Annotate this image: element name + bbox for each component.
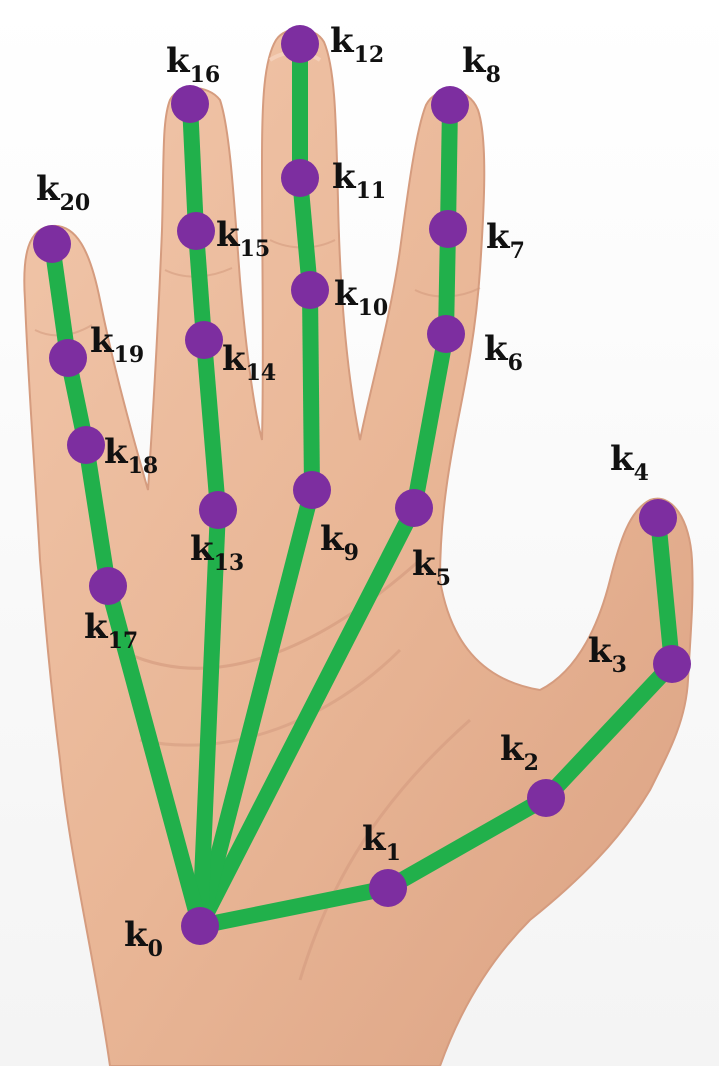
label-subscript: 18 <box>128 453 159 479</box>
keypoint-k18 <box>67 426 105 464</box>
keypoint-k5 <box>395 489 433 527</box>
keypoint-k20 <box>33 225 71 263</box>
label-subscript: 4 <box>634 460 649 486</box>
label-subscript: 9 <box>344 540 359 566</box>
keypoint-k9 <box>293 471 331 509</box>
bone-k9-k10 <box>310 290 312 490</box>
label-subscript: 13 <box>214 550 245 576</box>
keypoint-k6 <box>427 315 465 353</box>
label-letter: k <box>36 169 61 209</box>
label-letter: k <box>332 157 357 197</box>
label-subscript: 20 <box>60 190 91 216</box>
label-subscript: 11 <box>356 178 387 204</box>
keypoint-k15 <box>177 212 215 250</box>
label-letter: k <box>484 329 509 369</box>
label-letter: k <box>610 439 635 479</box>
label-letter: k <box>124 915 149 955</box>
label-subscript: 8 <box>486 62 501 88</box>
keypoint-k4 <box>639 499 677 537</box>
label-letter: k <box>330 21 355 61</box>
label-subscript: 19 <box>114 342 145 368</box>
label-subscript: 6 <box>508 350 523 376</box>
label-letter: k <box>588 631 613 671</box>
label-subscript: 1 <box>386 840 401 866</box>
label-letter: k <box>222 339 247 379</box>
keypoint-k19 <box>49 339 87 377</box>
label-subscript: 7 <box>510 238 525 264</box>
label-subscript: 3 <box>612 652 627 678</box>
label-letter: k <box>462 41 487 81</box>
label-letter: k <box>320 519 345 559</box>
label-subscript: 12 <box>354 42 385 68</box>
keypoint-k0 <box>181 907 219 945</box>
label-subscript: 16 <box>190 62 221 88</box>
label-letter: k <box>500 729 525 769</box>
label-letter: k <box>90 321 115 361</box>
keypoint-k3 <box>653 645 691 683</box>
bone-k15-k16 <box>190 104 196 231</box>
label-subscript: 0 <box>148 936 163 962</box>
label-subscript: 2 <box>524 750 539 776</box>
label-subscript: 5 <box>436 565 451 591</box>
keypoint-k12 <box>281 25 319 63</box>
label-letter: k <box>362 819 387 859</box>
keypoint-k17 <box>89 567 127 605</box>
keypoint-k13 <box>199 491 237 529</box>
label-letter: k <box>104 432 129 472</box>
keypoint-k7 <box>429 210 467 248</box>
keypoint-k8 <box>431 86 469 124</box>
label-letter: k <box>166 41 191 81</box>
label-subscript: 14 <box>246 360 277 386</box>
label-letter: k <box>412 544 437 584</box>
label-letter: k <box>334 274 359 314</box>
keypoint-k14 <box>185 321 223 359</box>
label-letter: k <box>486 217 511 257</box>
label-letter: k <box>190 529 215 569</box>
label-subscript: 15 <box>240 236 271 262</box>
keypoint-k16 <box>171 85 209 123</box>
label-letter: k <box>84 607 109 647</box>
keypoint-k2 <box>527 779 565 817</box>
keypoint-k1 <box>369 869 407 907</box>
label-subscript: 17 <box>108 628 139 654</box>
keypoint-k11 <box>281 159 319 197</box>
keypoint-k10 <box>291 271 329 309</box>
label-letter: k <box>216 215 241 255</box>
label-subscript: 10 <box>358 295 389 321</box>
